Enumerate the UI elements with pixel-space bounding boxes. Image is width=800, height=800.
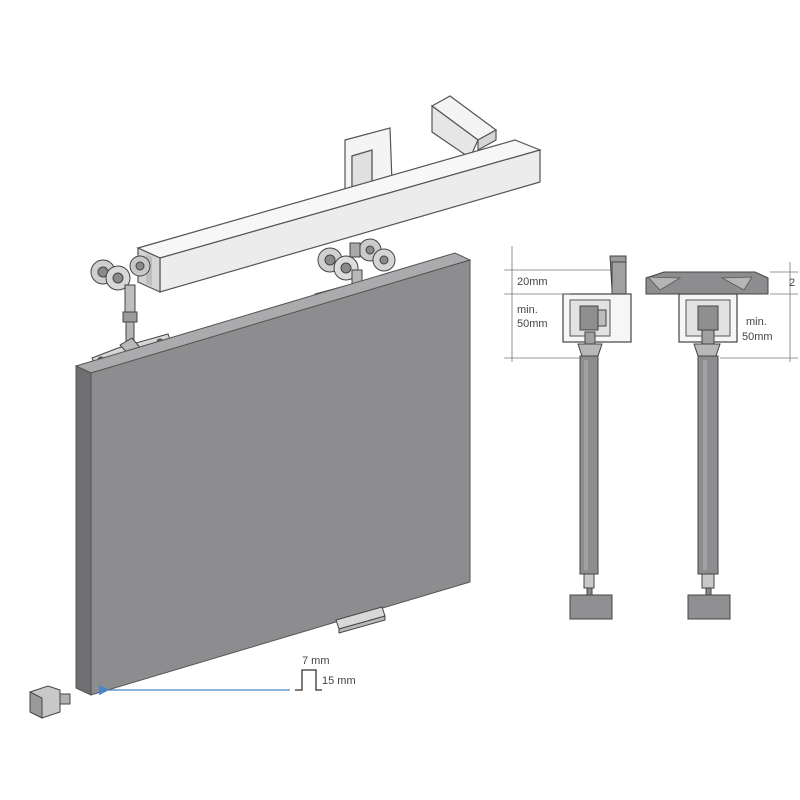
groove-profile-icon xyxy=(295,669,322,691)
right-cut-dim-label: 2 xyxy=(789,277,796,289)
dimension-lines xyxy=(504,246,798,362)
floor-guide xyxy=(29,685,71,719)
door-panel xyxy=(74,252,472,696)
groove-width-label: 7 mm xyxy=(302,655,330,667)
min-word-right: min. xyxy=(746,316,767,328)
floor-guide-slot xyxy=(335,606,386,634)
trolley-right xyxy=(317,238,396,289)
track-bracket-right xyxy=(430,95,498,159)
detail-view-right xyxy=(645,271,769,620)
top-gap-label: 20mm xyxy=(517,276,548,288)
min-value-left: 50mm xyxy=(517,318,548,330)
detail-view-left xyxy=(562,255,632,620)
groove-depth-label: 15 mm xyxy=(322,675,356,687)
trolley-left xyxy=(90,255,151,345)
min-value-right: 50mm xyxy=(742,331,773,343)
min-word-left: min. xyxy=(517,304,538,316)
